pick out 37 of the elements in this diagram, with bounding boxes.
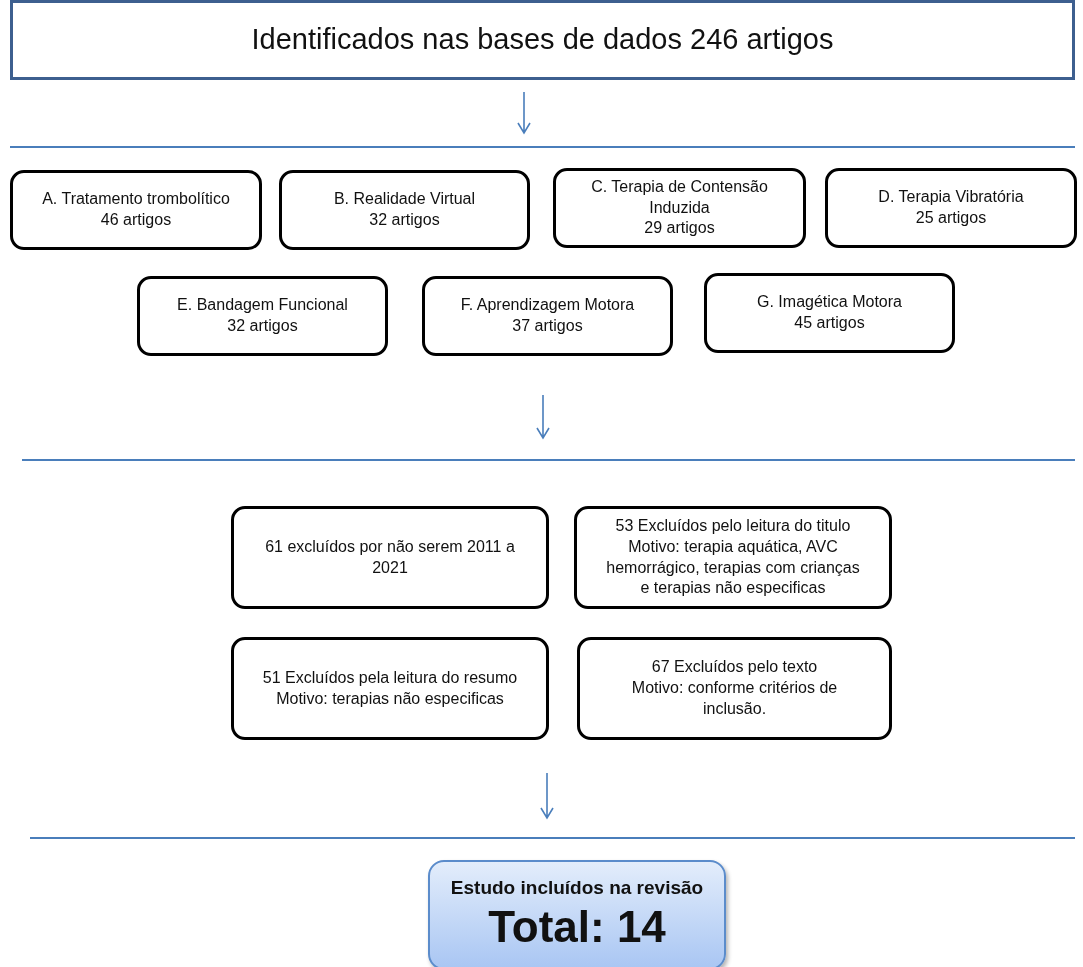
process-box [704, 273, 955, 353]
process-box [577, 637, 892, 740]
process-box [231, 637, 549, 740]
box-title: C. Terapia de Contensão Induzida [590, 176, 769, 218]
process-box [10, 170, 262, 250]
box-title: G. Imagética Motora [757, 292, 902, 313]
box-text: 25 artigos [915, 208, 987, 228]
box-title: Identificados nas bases de dados 246 artigos [251, 22, 834, 58]
process-box [137, 276, 388, 356]
box-text: 37 artigos [512, 316, 583, 336]
box-title: B. Realidade Virtual [333, 189, 476, 210]
box-title: Estudo incluídos na revisão [450, 876, 704, 901]
process-box [279, 170, 530, 250]
process-box [231, 506, 549, 609]
box-title: 67 Excluídos pelo texto [651, 657, 818, 678]
box-text: Motivo: conforme critérios de inclusão. [630, 678, 839, 719]
box-text: 32 artigos [369, 210, 440, 230]
box-text: 29 artigos [644, 218, 715, 239]
process-box [825, 168, 1077, 248]
box-text: 45 artigos [794, 313, 865, 333]
box-text: Motivo: terapias não especificas [276, 688, 504, 709]
process-box [422, 276, 673, 356]
process-box [553, 168, 806, 248]
box-text: Motivo: terapia aquática, AVC hemorrágico, terapias com crianças e terapias não especificas [605, 536, 861, 599]
box-text: Total: 14 [488, 900, 666, 953]
header-box [10, 0, 1075, 80]
box-title: F. Aprendizagem Motora [460, 295, 635, 316]
box-text: 32 artigos [227, 316, 298, 336]
process-box [574, 506, 892, 609]
box-title: A. Tratamento trombolítico [42, 189, 230, 210]
box-title: 61 excluídos por não serem 2011 a 2021 [264, 536, 516, 578]
box-title: 53 Excluídos pelo leitura do titulo [615, 515, 851, 536]
box-text: 46 artigos [100, 210, 172, 230]
box-title: E. Bandagem Funcional [177, 295, 348, 316]
box-title: 51 Excluídos pela leitura do resumo [262, 667, 518, 688]
result-box [428, 860, 726, 967]
box-title: D. Terapia Vibratória [878, 187, 1024, 208]
